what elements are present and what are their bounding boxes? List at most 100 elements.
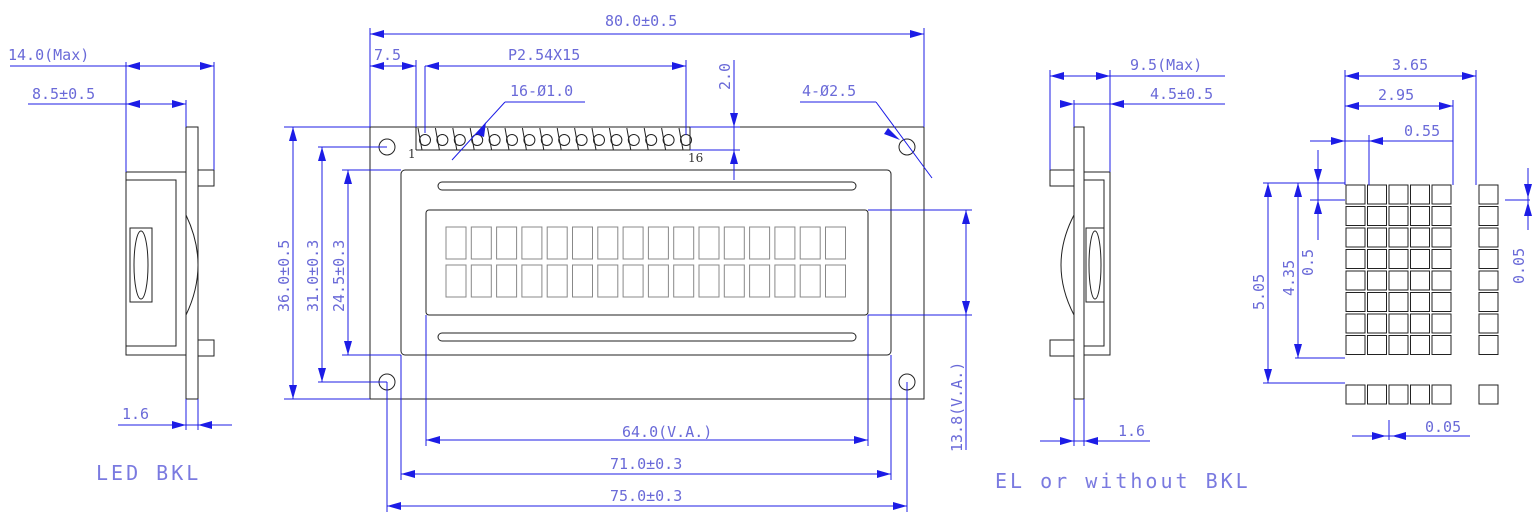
matrix-dot [1388,270,1409,291]
pin-lead [434,127,440,151]
pin-hole [662,134,675,146]
pin-hole [436,134,449,146]
pin-lead [643,127,649,151]
matrix-dot [1345,335,1366,355]
hole-pitch-y-label: 31.0±0.3 [304,240,322,312]
character-cell [723,264,745,298]
pin-hole [453,134,466,146]
hole-pitch-x-label: 75.0±0.3 [610,487,682,505]
side-view-led: 14.0(Max) 8.5±0.5 1.6 LED BKL [8,46,232,485]
character-cell [647,226,669,260]
matrix-dot [1367,227,1387,248]
pin1-offset-label: 7.5 [374,46,401,64]
character-cell [572,226,593,260]
total-width-label: 80.0±0.5 [605,12,677,30]
character-detail-arrows [1264,72,1532,440]
matrix-dot [1367,335,1387,355]
side-left-max-width-label: 14.0(Max) [8,46,89,64]
character-cell [546,226,568,260]
side-left-width-label: 8.5±0.5 [32,85,95,103]
pin-first-number: 1 [408,147,416,161]
matrix-dot [1431,227,1452,248]
character-cell [799,264,821,298]
matrix-dot [1431,313,1452,334]
matrix-dot [1410,270,1430,291]
character-cell [825,264,846,298]
bezel-height-label: 24.5±0.3 [330,240,348,312]
char-height-label: 4.35 [1280,260,1298,296]
pin-lead [678,127,684,151]
matrix-dot [1410,227,1430,248]
matrix-dot [1345,184,1366,205]
character-cell [521,264,543,298]
adjacent-char-dot [1478,227,1499,248]
pin-lead [608,127,614,151]
pin-lead [626,127,632,151]
matrix-dot [1431,270,1452,291]
side-view-el-body [1049,126,1111,400]
matrix-dot [1345,206,1366,226]
gap-y-label: 0.05 [1510,248,1528,284]
character-cell [470,226,492,260]
character-cell [723,226,745,260]
gap-x-label: 0.05 [1425,418,1461,436]
pin-hole [593,134,605,146]
matrix-dot [1388,227,1409,248]
side-view-el-arrows [1050,72,1124,445]
adjacent-char-dot [1478,335,1499,355]
character-cell [622,264,644,298]
mount-holes-label: 4-Ø2.5 [802,82,856,100]
matrix-dot [1410,249,1430,269]
pin-lead [556,127,562,151]
pin-hole [471,134,484,146]
next-row-dot [1367,384,1387,405]
character-cell [647,264,669,298]
character-cell [445,226,467,260]
matrix-dot [1410,313,1430,334]
pin-lead [591,127,597,151]
next-row-dot [1345,384,1366,405]
pin-lead [539,127,545,151]
character-cell [673,264,695,298]
pin-hole [419,134,431,146]
matrix-dot [1367,292,1387,312]
next-row-dot [1388,384,1409,405]
matrix-dot [1410,184,1430,205]
side-view-el-dimensions [1040,70,1225,446]
matrix-dot [1345,249,1366,269]
pin-pitch-label: P2.54X15 [508,46,580,64]
matrix-dot [1345,270,1366,291]
character-cell [496,226,518,260]
adjacent-char-dot [1478,313,1499,334]
dot-pitch-y-label: 0.5 [1299,249,1317,276]
front-view-arrows [289,30,970,510]
matrix-dot [1431,206,1452,226]
pin-hole [627,134,640,146]
character-cell [774,226,796,260]
char-pitch-x-label: 3.65 [1392,56,1428,74]
character-detail: 3.65 2.95 0.55 0.05 5.05 4.35 0.5 0.05 [1250,56,1532,440]
matrix-dot [1345,227,1366,248]
character-cell [673,226,695,260]
pin-hole [558,134,571,146]
character-cell [799,226,821,260]
character-cell [622,226,644,260]
next-row-dot [1410,384,1430,405]
character-cell [774,264,796,298]
pin-hole [610,134,623,146]
matrix-dot [1431,292,1452,312]
character-cell [749,226,771,260]
matrix-dot [1388,249,1409,269]
character-cell [698,226,720,260]
character-cell [749,264,771,298]
pin-lead [487,127,493,151]
adjacent-char-dot [1478,184,1499,205]
pin-lead [469,127,475,151]
matrix-dot [1388,335,1409,355]
dot-pitch-x-label: 0.55 [1404,122,1440,140]
character-cell [496,264,518,298]
front-view: 1 16 [275,12,972,512]
side-right-width-label: 4.5±0.5 [1150,85,1213,103]
character-cell [698,264,720,298]
